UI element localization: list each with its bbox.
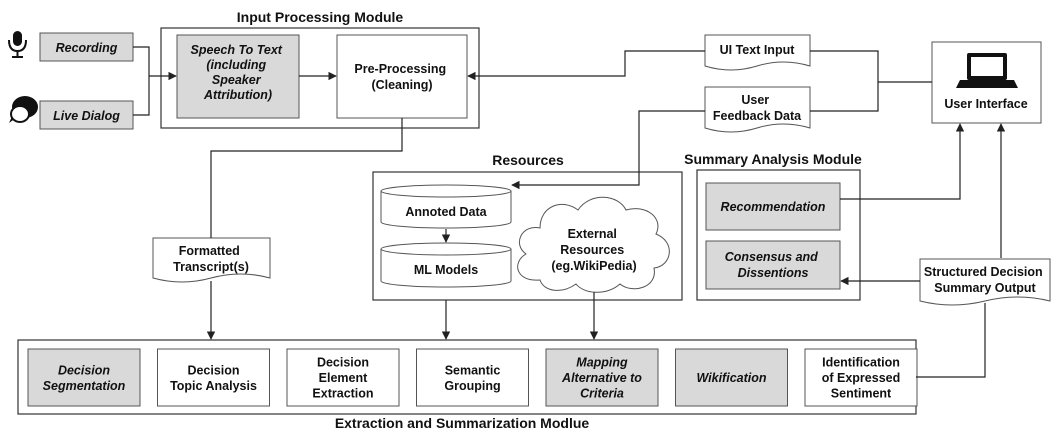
extraction-step-box — [675, 348, 788, 407]
formatted-transcript-doc: Formatted Transcript(s) — [152, 237, 271, 283]
extraction-step-label: Wikification — [696, 371, 766, 385]
ml-models-cylinder: ML Models — [380, 242, 512, 288]
extraction-step-box — [157, 348, 270, 407]
external-resources-label: External Resources (eg.WikiPedia) — [551, 227, 636, 273]
speech-to-text-box — [176, 34, 300, 119]
recording-label: Recording — [56, 41, 118, 55]
recommendation-label: Recommendation — [721, 200, 826, 214]
recording-connector — [133, 46, 150, 76]
live-dialog-connector — [133, 76, 150, 116]
user-feedback-label: User Feedback Data — [713, 93, 802, 123]
recommendation-box — [705, 182, 841, 231]
recommendation-to-ui-arrow — [840, 123, 965, 200]
ui-docs-connector — [810, 50, 879, 112]
pre-processing-box — [336, 34, 468, 119]
speech-to-text-label: Speech To Text (including Speaker Attrib… — [191, 43, 286, 102]
preprocessing-to-transcript-line — [210, 118, 403, 238]
laptop-icon — [956, 53, 1018, 88]
ui-text-input-label: UI Text Input — [720, 43, 796, 57]
user-interface-label: User Interface — [944, 97, 1027, 111]
extraction-module-title: Extraction and Summarization Modlue — [335, 415, 590, 431]
extraction-step-box — [804, 348, 918, 407]
ml-models-label: ML Models — [414, 263, 478, 277]
connectors — [133, 46, 1006, 378]
extraction-step-box — [545, 348, 659, 407]
consensus-box — [705, 240, 841, 290]
structured-summary-doc: Structured Decision Summary Output — [919, 258, 1051, 306]
annotated-data-cylinder: Annoted Data — [380, 184, 512, 229]
extraction-step-box — [27, 348, 141, 407]
summary-module-title: Summary Analysis Module — [684, 151, 862, 167]
pre-processing-label: Pre-Processing (Cleaning) — [354, 62, 449, 92]
extraction-to-summary-line — [916, 303, 986, 378]
user-feedback-doc: User Feedback Data — [704, 86, 811, 133]
formatted-transcript-label: Formatted Transcript(s) — [173, 244, 249, 274]
microphone-icon — [8, 31, 27, 58]
live-dialog-label: Live Dialog — [53, 109, 120, 123]
consensus-label: Consensus and Dissentions — [725, 250, 822, 280]
extraction-step-box — [416, 348, 529, 407]
ui-text-input-doc: UI Text Input — [704, 34, 811, 71]
annotated-data-label: Annoted Data — [405, 205, 487, 219]
extraction-step-box — [286, 348, 400, 407]
structured-summary-label: Structured Decision Summary Output — [924, 265, 1046, 295]
resources-title: Resources — [492, 152, 564, 168]
feedback-to-annotated-arrow — [511, 110, 705, 190]
speech-bubbles-icon — [9, 96, 38, 123]
external-resources-cloud: External Resources (eg.WikiPedia) — [517, 196, 670, 293]
input-module-title: Input Processing Module — [237, 9, 404, 25]
ui-text-to-preprocessing-arrow — [467, 50, 705, 81]
